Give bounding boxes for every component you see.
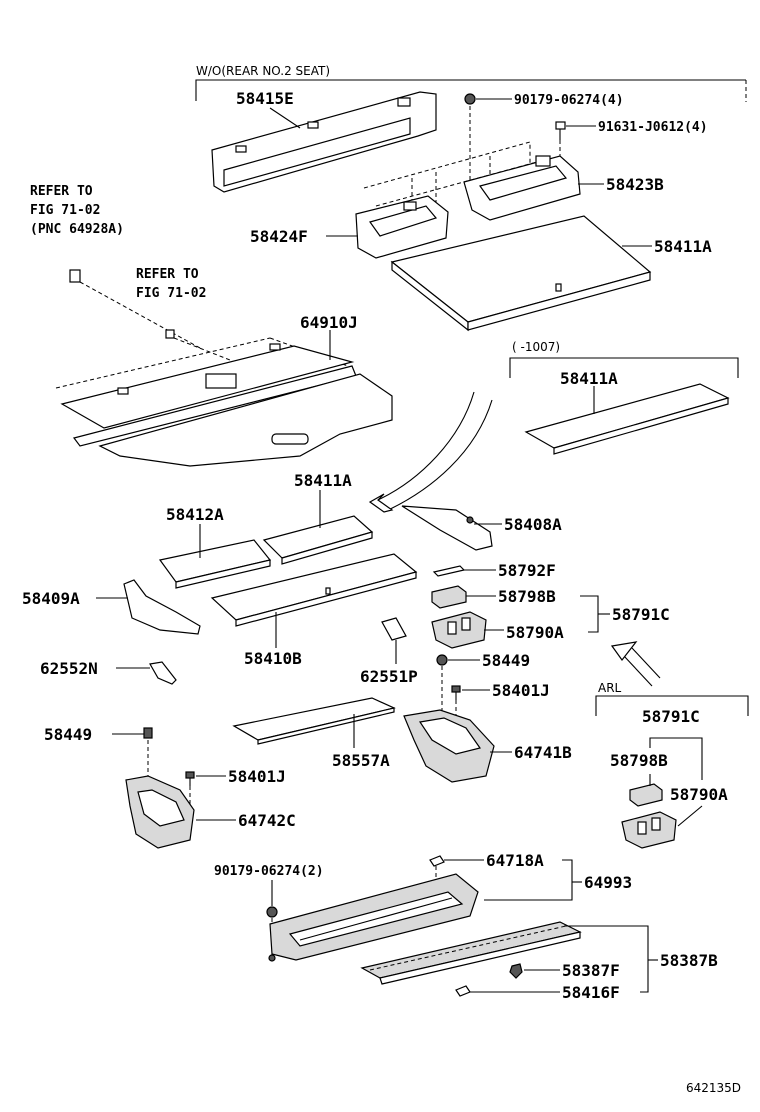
refer-clips: [69, 269, 231, 361]
part-label-58423b: 58423B: [606, 175, 664, 194]
part-label-58790a-b: 58790A: [670, 785, 728, 804]
direction-arrow-curved: [368, 391, 493, 513]
clip-90179-drawing: [464, 93, 512, 105]
part-label-62552n: 62552N: [40, 659, 98, 678]
leader-58415e: [269, 107, 301, 129]
part-62551p-drawing: [381, 617, 407, 641]
part-58790a-b-drawing: [621, 811, 677, 849]
part-58408a-drawing: [401, 505, 493, 551]
part-label-58798b-b: 58798B: [610, 751, 668, 770]
bracket-58791c-a: [580, 595, 599, 633]
part-label-58415e: 58415E: [236, 89, 294, 108]
bracket-58387b: [564, 925, 649, 993]
part-label-58791c-a: 58791C: [612, 605, 670, 624]
rear-seat-bracket: [195, 79, 747, 102]
bracket-64993: [484, 859, 573, 901]
part-label-58410b: 58410B: [244, 649, 302, 668]
part-label-58387f: 58387F: [562, 961, 620, 980]
part-label-58798b-a: 58798B: [498, 587, 556, 606]
part-58798b-a-drawing: [431, 585, 467, 609]
refer-label-1-line3: (PNC 64928A): [30, 222, 124, 237]
part-label-64993: 64993: [584, 873, 632, 892]
nut-58449-b: [143, 727, 153, 739]
part-label-58412a: 58412A: [166, 505, 224, 524]
part-58387b-drawing: [360, 921, 582, 985]
part-label-58449-b: 58449: [44, 725, 92, 744]
part-58411a-mid-drawing: [524, 383, 730, 455]
part-58424f-drawing: [355, 195, 449, 259]
part-62552n-drawing: [149, 661, 177, 685]
part-label-64910j: 64910J: [300, 313, 358, 332]
part-58411a-top-drawing: [390, 215, 652, 332]
part-64742c-drawing: [125, 775, 195, 849]
part-label-64742c: 64742C: [238, 811, 296, 830]
bracket-58791c-b: [649, 737, 703, 780]
refer-label-1-line1: REFER TO: [30, 184, 93, 199]
part-58423b-drawing: [463, 155, 581, 221]
part-label-58411a-top: 58411A: [654, 237, 712, 256]
part-label-58790a-a: 58790A: [506, 623, 564, 642]
part-label-62551p: 62551P: [360, 667, 418, 686]
part-label-91631: 91631-J0612(4): [598, 120, 708, 135]
part-label-58449-a: 58449: [482, 651, 530, 670]
part-label-58791c-b: 58791C: [642, 707, 700, 726]
part-label-58401j-b: 58401J: [228, 767, 286, 786]
leader-58790a-b: [677, 805, 703, 827]
direction-arrow-small: [610, 641, 661, 687]
refer-label-1-line2: FIG 71-02: [30, 203, 100, 218]
part-label-58557a: 58557A: [332, 751, 390, 770]
part-label-58424f: 58424F: [250, 227, 308, 246]
part-58557a-drawing: [232, 697, 396, 745]
range-label-1007: ( -1007): [512, 340, 560, 354]
part-58790a-a-drawing: [431, 611, 487, 649]
arl-label: ARL: [598, 681, 622, 695]
part-58409a-drawing: [123, 579, 201, 635]
part-58792f-drawing: [432, 565, 466, 577]
part-label-90179-4: 90179-06274(4): [514, 93, 624, 108]
clip-58387f: [509, 963, 523, 979]
bolt-58401j-a: [451, 685, 461, 700]
part-label-64741b: 64741B: [514, 743, 572, 762]
part-label-58408a: 58408A: [504, 515, 562, 534]
part-label-58792f: 58792F: [498, 561, 556, 580]
part-58410b-drawing: [210, 553, 418, 627]
part-label-58401j-a: 58401J: [492, 681, 550, 700]
part-label-64718a: 64718A: [486, 851, 544, 870]
figure-code: 642135D: [686, 1081, 741, 1095]
part-label-58411a-center: 58411A: [294, 471, 352, 490]
part-58415e-drawing: [211, 91, 437, 193]
part-label-58411a-mid: 58411A: [560, 369, 618, 388]
refer-label-2-line2: FIG 71-02: [136, 286, 206, 301]
arl-bracket: [595, 695, 749, 716]
clip-64718a: [429, 855, 484, 867]
part-label-58409a: 58409A: [22, 589, 80, 608]
refer-label-2-line1: REFER TO: [136, 267, 199, 282]
part-64910j-drawing: [55, 337, 393, 467]
bolt-58401j-b: [185, 771, 195, 786]
part-58798b-b-drawing: [629, 783, 663, 807]
nut-58449-a: [436, 654, 448, 666]
clip-90179-2: [266, 906, 278, 918]
part-58412a-drawing: [158, 539, 272, 589]
part-64993-drawing: [268, 873, 479, 962]
wo-rear-seat-label: W/O(REAR NO.2 SEAT): [196, 64, 330, 78]
part-label-58416f: 58416F: [562, 983, 620, 1002]
part-label-90179-2: 90179-06274(2): [214, 864, 324, 879]
alignment-lines-top: [363, 106, 561, 214]
screw-91631-drawing: [555, 121, 596, 140]
clip-58416f: [455, 985, 471, 997]
part-58411a-center-drawing: [262, 515, 374, 565]
part-label-58387b: 58387B: [660, 951, 718, 970]
range-bracket: [509, 357, 739, 378]
part-64741b-drawing: [403, 709, 495, 783]
